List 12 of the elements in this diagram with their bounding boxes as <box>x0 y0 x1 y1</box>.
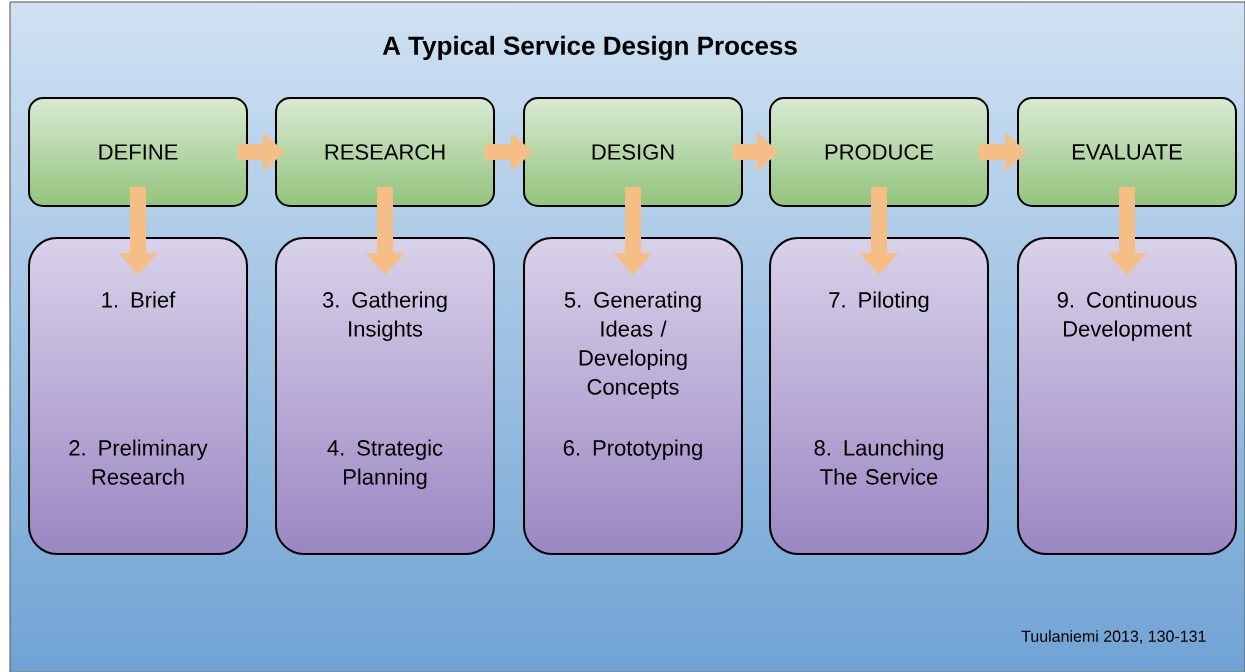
citation: Tuulaniemi 2013, 130-131 <box>1021 630 1206 644</box>
title: A Typical Service Design Process <box>382 35 797 61</box>
phase-box: DEFINE <box>28 97 248 207</box>
phase-box: DESIGN <box>523 97 743 207</box>
phase-box: RESEARCH <box>275 97 495 207</box>
phase-box: PRODUCE <box>769 97 989 207</box>
step-box: 1. Brief 2. Preliminary Research <box>28 237 248 555</box>
phase-box: EVALUATE <box>1017 97 1237 207</box>
step-box: 7. Piloting 8. Launching The Service <box>769 237 989 555</box>
step-box: 3. Gathering Insights 4. Strategic Planning <box>275 237 495 555</box>
step-box: 5. Generating Ideas / Developing Concepts 6. Prototyping <box>523 237 743 555</box>
step-box: 9. Continuous Development <box>1017 237 1237 555</box>
